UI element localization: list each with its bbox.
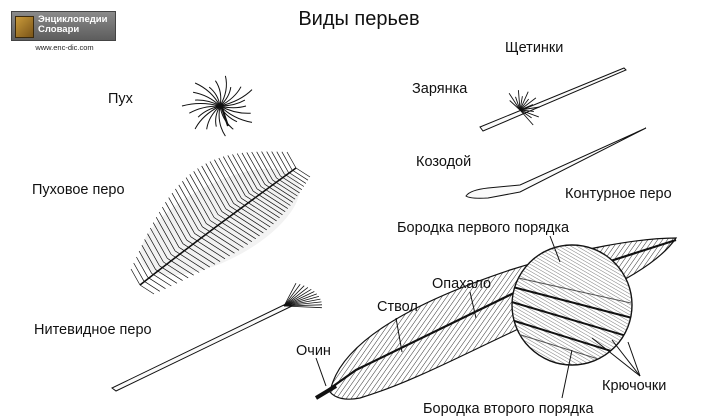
filoplume-drawing: [111, 283, 323, 392]
label-down-feather: Пуховое перо: [32, 182, 125, 198]
label-nightjar: Козодой: [416, 154, 472, 170]
label-barb-first-order: Бородка первого порядка: [397, 220, 570, 236]
page-title: Виды перьев: [298, 8, 420, 30]
magnified-detail: [511, 244, 633, 366]
label-hooks: Крючочки: [602, 378, 667, 394]
nightjar-bristle-drawing: [465, 127, 647, 199]
label-bristles: Щетинки: [505, 40, 564, 56]
label-filoplume: Нитевидное перо: [34, 322, 152, 338]
logo-line-2: Словари: [38, 24, 80, 35]
down-drawing: [181, 75, 253, 137]
label-down: Пух: [108, 91, 133, 107]
book-icon: [15, 16, 34, 38]
label-vane: Опахало: [432, 276, 492, 292]
down-feather-drawing: [130, 151, 311, 295]
logo-line-1: Энциклопедии: [38, 14, 108, 25]
leader-lines: [315, 235, 641, 399]
site-logo: Энциклопедии Словари www.enc-dic.com: [11, 11, 116, 52]
label-robin: Зарянка: [412, 81, 468, 97]
label-contour-feather: Контурное перо: [565, 186, 672, 202]
label-shaft: Ствол: [377, 299, 418, 315]
logo-url: www.enc-dic.com: [35, 43, 94, 52]
label-calamus: Очин: [296, 343, 331, 359]
label-barb-second-order: Бородка второго порядка: [423, 401, 594, 417]
robin-bristle-drawing: [479, 67, 627, 132]
